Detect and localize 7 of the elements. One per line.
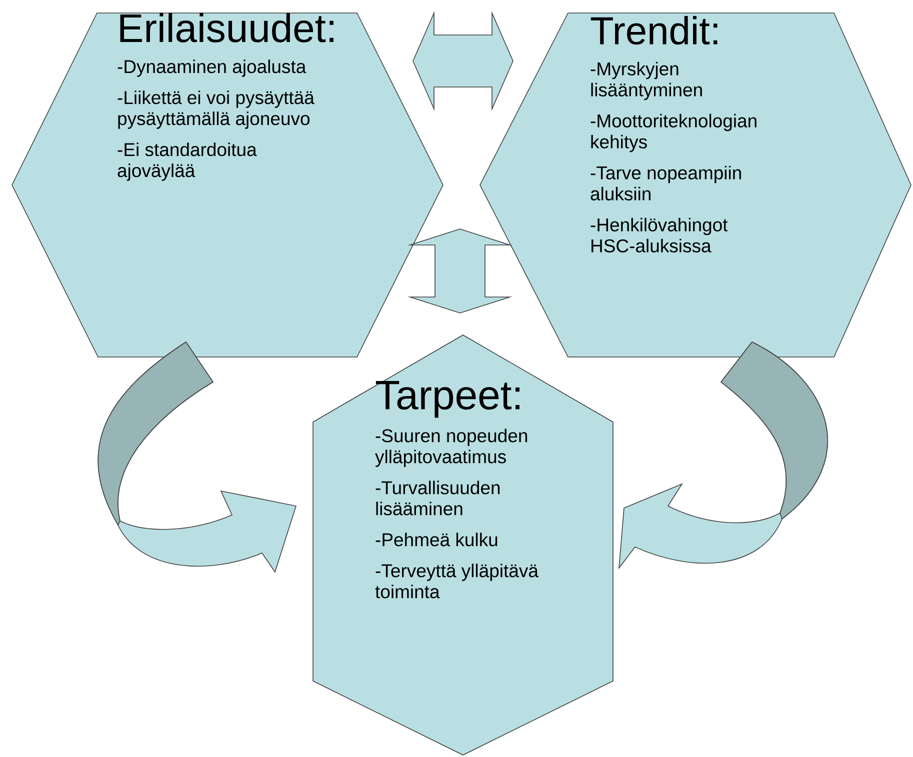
block-arrow [412,11,514,111]
hexagon-box: Tarpeet: -Suuren nopeuden ylläpitovaatimus -Turvallisuuden lisääminen -Pehmeä kulku -Terveyttä ylläpitävä toiminta [312,334,614,756]
block-arrow [407,228,513,314]
hexagon-box: Erilaisuudet: -Dynaaminen ajoalusta -Liikettä ei voi pysäyttää pysäyttämällä ajoneuvo -Ei standardoitua ajoväylää [12,12,444,358]
hexagon-box: Trendit: -Myrskyjen lisääntyminen -Moottoriteknologian kehitys -Tarve nopeampiin aluksiin -Henkilövahingot HSC-aluksissa [480,12,912,358]
curved-arrow [618,342,828,568]
curved-arrow [98,342,296,572]
